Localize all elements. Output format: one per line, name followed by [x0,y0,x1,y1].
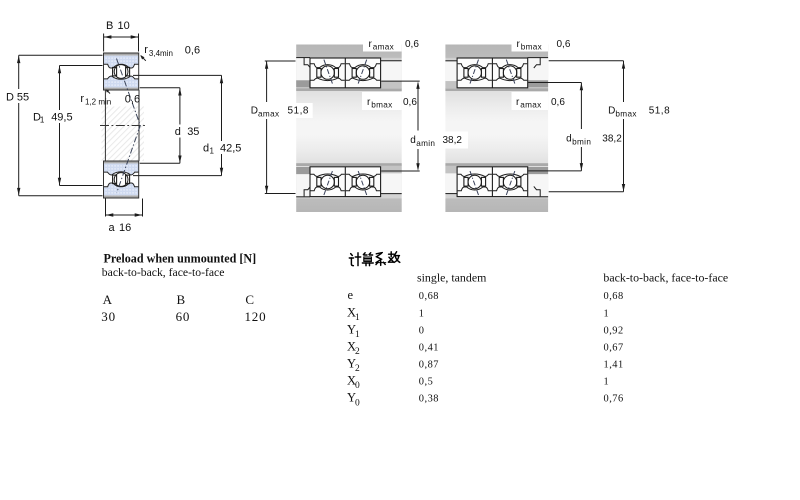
svg-text:120: 120 [245,309,267,324]
svg-text:bmin: bmin [572,137,591,146]
svg-text:single, tandem: single, tandem [417,271,487,285]
svg-text:d: d [410,135,416,146]
svg-text:42,5: 42,5 [220,142,241,154]
svg-text:r: r [80,93,84,105]
svg-text:amax: amax [373,42,394,51]
svg-text:38,2: 38,2 [602,133,622,144]
svg-text:1,41: 1,41 [604,360,624,371]
svg-text:0: 0 [355,398,360,408]
svg-text:10: 10 [118,20,130,32]
svg-text:bmax: bmax [371,100,392,109]
svg-text:0,38: 0,38 [419,394,439,405]
svg-text:1,2 min: 1,2 min [85,97,111,106]
svg-text:B: B [177,292,186,307]
svg-text:1: 1 [604,308,610,319]
svg-text:51,8: 51,8 [288,105,309,116]
svg-text:0,68: 0,68 [604,291,624,302]
svg-text:0,6: 0,6 [125,94,140,106]
svg-text:0: 0 [419,325,425,336]
svg-text:2: 2 [355,364,360,374]
svg-text:d: d [175,126,181,138]
svg-text:X: X [347,339,356,353]
svg-text:amax: amax [258,109,279,118]
svg-text:D: D [33,111,41,123]
svg-text:Y: Y [347,322,356,336]
svg-text:C: C [245,292,254,307]
svg-text:r: r [144,44,148,56]
svg-text:B: B [106,20,113,32]
svg-text:amax: amax [520,100,541,109]
svg-text:55: 55 [17,91,29,103]
svg-text:38,2: 38,2 [443,135,463,146]
svg-text:r: r [369,39,373,50]
svg-text:0,76: 0,76 [604,394,624,405]
svg-text:D: D [6,91,14,103]
svg-text:30: 30 [101,309,116,324]
svg-text:1: 1 [40,116,45,125]
svg-text:Y: Y [347,391,356,405]
svg-text:3,4min: 3,4min [149,49,173,58]
svg-text:r: r [517,39,521,50]
svg-text:1: 1 [355,330,360,340]
svg-text:0,6: 0,6 [551,97,565,108]
svg-text:Y: Y [347,357,356,371]
svg-text:amin: amin [416,139,435,148]
svg-text:0,6: 0,6 [557,39,571,50]
svg-text:back-to-back, face-to-face: back-to-back, face-to-face [102,266,225,279]
svg-text:0,6: 0,6 [405,39,419,50]
svg-text:0,67: 0,67 [604,342,624,353]
svg-text:1: 1 [419,308,425,319]
svg-text:0,87: 0,87 [419,360,439,371]
svg-text:d: d [566,133,572,144]
svg-text:D: D [608,105,615,116]
svg-text:0,68: 0,68 [419,291,439,302]
svg-text:0,92: 0,92 [604,325,624,336]
svg-text:51,8: 51,8 [649,105,670,116]
svg-text:r: r [367,97,371,108]
svg-text:back-to-back, face-to-face: back-to-back, face-to-face [603,271,728,285]
svg-text:60: 60 [176,309,191,324]
svg-text:Preload when unmounted [N]: Preload when unmounted [N] [104,251,257,265]
svg-text:X: X [347,305,356,319]
svg-text:bmax: bmax [615,109,636,118]
svg-text:0,5: 0,5 [419,377,434,388]
svg-text:X: X [347,374,356,388]
svg-text:d: d [203,142,209,154]
svg-text:1: 1 [210,147,215,156]
svg-text:49,5: 49,5 [51,111,72,123]
svg-text:D: D [251,105,258,116]
svg-text:a: a [109,222,116,234]
svg-text:1: 1 [355,313,360,323]
svg-text:35: 35 [187,126,199,138]
svg-text:0,6: 0,6 [185,45,200,57]
svg-text:e: e [348,288,354,302]
svg-text:1: 1 [604,377,610,388]
svg-text:2: 2 [355,347,360,357]
svg-text:A: A [103,292,113,307]
svg-text:0,41: 0,41 [419,342,439,353]
svg-text:r: r [516,97,520,108]
svg-text:16: 16 [119,222,131,234]
svg-text:0,6: 0,6 [403,97,417,108]
svg-text:bmax: bmax [521,42,542,51]
svg-text:0: 0 [355,381,360,391]
